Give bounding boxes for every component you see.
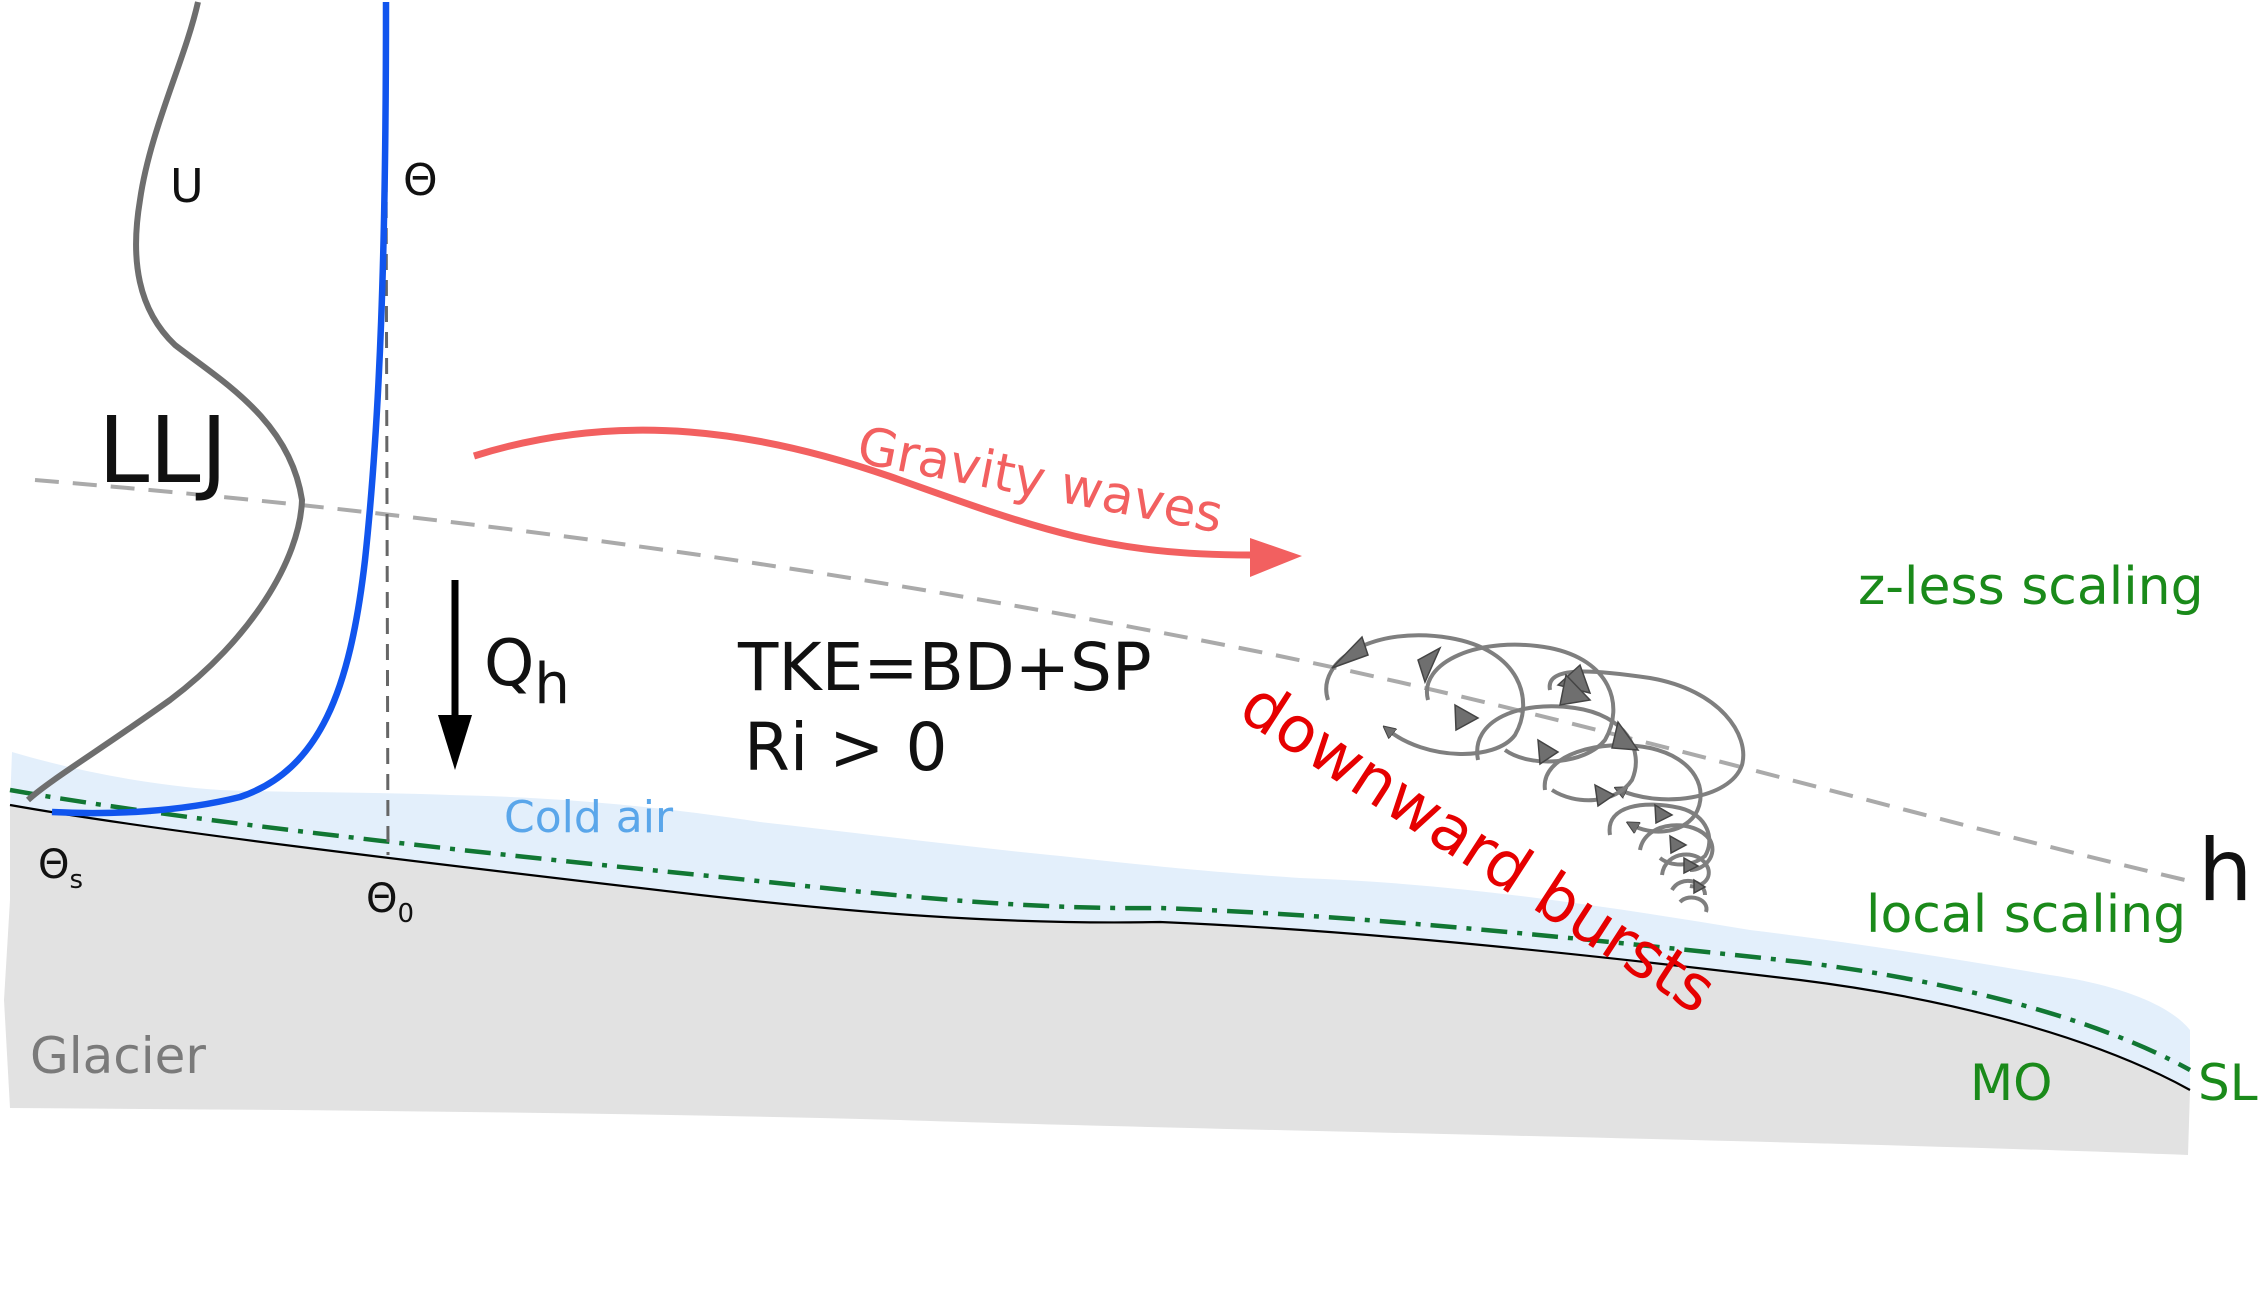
label-qh: Qh	[484, 627, 570, 717]
eddy-arrowhead-9	[1654, 803, 1674, 825]
eddy-arrowhead-2	[1417, 646, 1442, 685]
label-sl: SL	[2198, 1054, 2258, 1112]
theta-0-reference-line	[384, 149, 390, 856]
wind-speed-profile	[25, 1, 306, 803]
label-llj: LLJ	[98, 397, 228, 504]
label-theta-0: Θ0	[366, 876, 414, 929]
label-theta: Θ	[403, 155, 438, 206]
eddy-arrowhead-5	[1611, 720, 1640, 751]
label-glacier: Glacier	[30, 1027, 206, 1085]
eddy-5	[1542, 743, 1703, 831]
label-z-less-scaling: z-less scaling	[1858, 557, 2204, 617]
eddy-arrowhead-11	[1683, 856, 1700, 875]
eddy-arrowhead-12	[1693, 878, 1707, 895]
label-local-scaling: local scaling	[1866, 885, 2186, 945]
surface-layer-dashdot-line	[9, 787, 2192, 1072]
eddy-arrowhead-7	[1537, 738, 1560, 766]
label-u: U	[170, 159, 204, 213]
potential-temperature-profile	[51, 1, 390, 817]
label-theta-0-sub: 0	[397, 899, 414, 929]
label-theta-0-main: Θ	[366, 876, 397, 922]
eddy-2	[1424, 642, 1616, 764]
label-ri: Ri > 0	[744, 709, 947, 786]
label-mo: MO	[1970, 1054, 2053, 1112]
gravity-waves-arrowhead	[1250, 538, 1302, 577]
eddy-9	[1670, 879, 1707, 896]
heat-flux-arrowhead	[438, 715, 472, 770]
eddy-arrowhead-1	[1331, 635, 1369, 669]
eddy-arrowhead-8	[1594, 783, 1616, 808]
cold-air-layer	[10, 752, 2190, 1090]
label-theta-s-main: Θ	[38, 842, 69, 888]
eddy-arrowhead-4	[1559, 673, 1592, 706]
glacier-body	[4, 805, 2190, 1155]
label-tke: TKE=BD+SP	[737, 629, 1152, 706]
boundary-layer-top-line	[34, 478, 2186, 882]
ground-surface-line	[9, 803, 2191, 1091]
label-theta-s: Θs	[38, 842, 83, 895]
gravity-waves-arrow-shaft	[472, 426, 1251, 559]
eddy-arrowhead-10	[1669, 834, 1688, 855]
eddy-arrowheads	[1331, 635, 1707, 895]
eddy-arrowhead-6	[1454, 703, 1480, 732]
label-cold-air: Cold air	[504, 792, 674, 843]
label-theta-s-sub: s	[69, 865, 83, 895]
eddy-10	[1678, 895, 1709, 913]
label-h: h	[2198, 821, 2253, 921]
label-qh-main: Q	[484, 627, 534, 701]
label-qh-sub: h	[534, 652, 570, 717]
